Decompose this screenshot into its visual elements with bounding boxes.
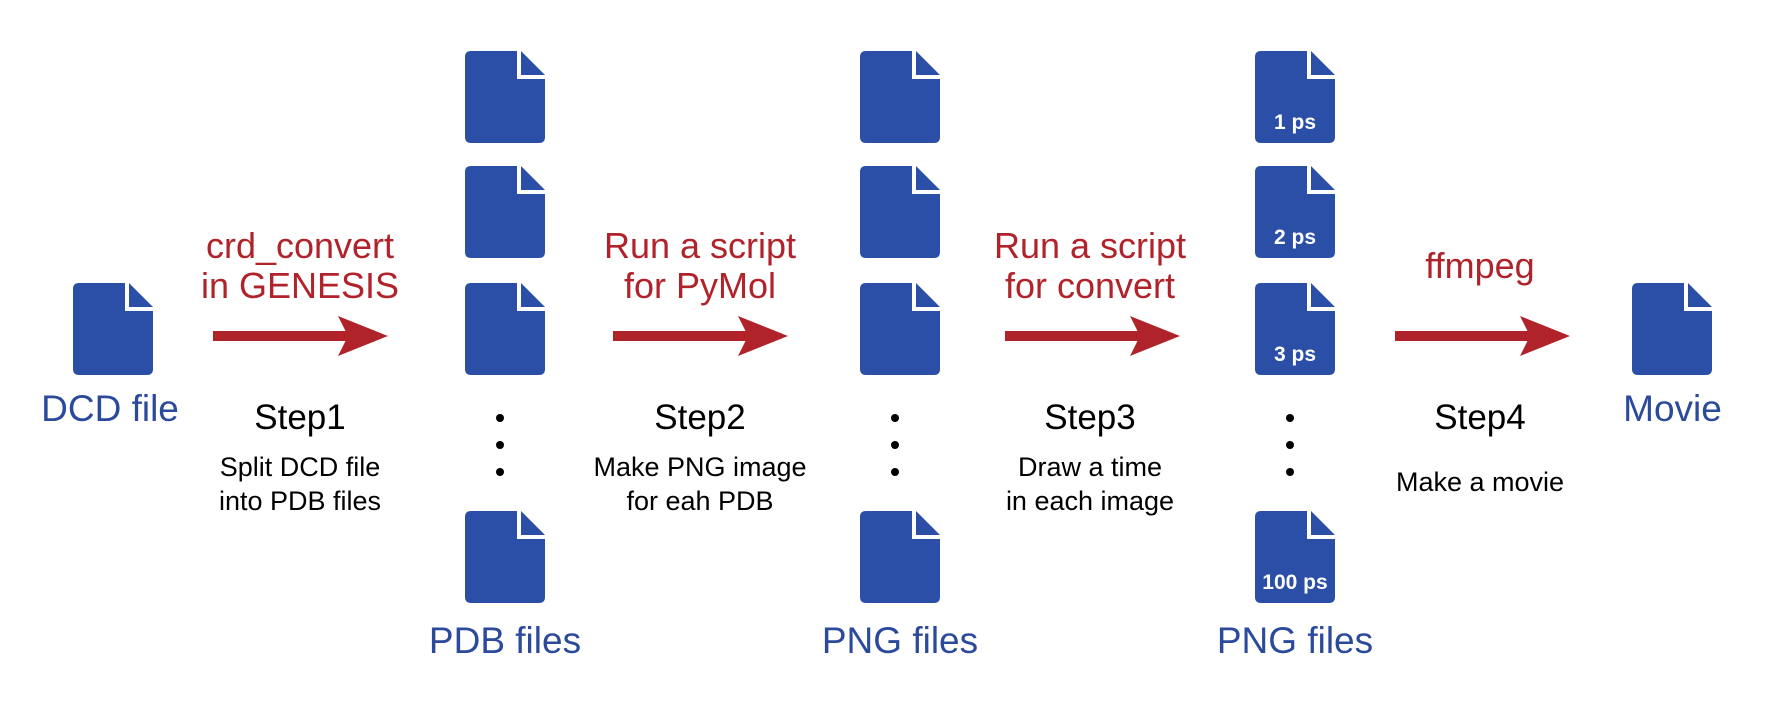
document-shape — [465, 283, 545, 375]
pdb-file-icon-1 — [465, 51, 545, 143]
arrow-shape — [1005, 316, 1180, 356]
document-shape — [860, 51, 940, 143]
movie-file-icon — [1632, 283, 1712, 375]
document-shape — [465, 51, 545, 143]
step2-tool-line1: Run a script — [603, 225, 797, 266]
dcd-file-label: DCD file — [41, 388, 179, 429]
pdb-files-label: PDB files — [428, 620, 582, 661]
timed-png-ellipsis-icon — [1284, 414, 1296, 484]
movie-label: Movie — [1623, 388, 1722, 429]
document-shape — [860, 511, 940, 603]
step4-tool-line1: ffmpeg — [1425, 245, 1535, 286]
timed-png-file-icon-3: 3 ps — [1255, 283, 1335, 375]
step4-title: Step4 — [1434, 398, 1526, 437]
time-label-2: 2 ps — [1273, 226, 1317, 249]
time-label-4: 100 ps — [1262, 571, 1328, 594]
step4-arrow-icon — [1395, 316, 1570, 356]
step3-tool-line1: Run a script — [993, 225, 1187, 266]
step3-desc: Draw a time in each image — [970, 450, 1210, 518]
step4-desc-line1: Make a movie — [1395, 467, 1565, 497]
step3-desc-line2: in each image — [1005, 486, 1175, 516]
step1-tool-line1: crd_convert — [205, 225, 395, 266]
step1-desc: Split DCD file into PDB files — [190, 450, 410, 518]
document-shape — [1632, 283, 1712, 375]
png-file-icon-1 — [860, 51, 940, 143]
png-file-icon-4 — [860, 511, 940, 603]
document-shape — [860, 166, 940, 258]
png-ellipsis-icon — [889, 414, 901, 484]
step1-desc-line1: Split DCD file — [219, 452, 381, 482]
time-label-1: 1 ps — [1273, 111, 1317, 134]
timed-png-file-icon-1: 1 ps — [1255, 51, 1335, 143]
document-shape — [1255, 51, 1335, 143]
step4-desc: Make a movie — [1370, 465, 1590, 499]
document-shape — [465, 166, 545, 258]
step1-arrow-icon — [213, 316, 388, 356]
png-files-label: PNG files — [821, 620, 979, 661]
step2-desc-line1: Make PNG image — [593, 452, 807, 482]
step2-arrow-icon — [613, 316, 788, 356]
step3-tool: Run a script for convert — [960, 226, 1220, 306]
time-label-3: 3 ps — [1273, 343, 1317, 366]
step2-tool: Run a script for PyMol — [570, 226, 830, 306]
step3-desc-line1: Draw a time — [1017, 452, 1163, 482]
arrow-shape — [213, 316, 388, 356]
dcd-file-icon — [73, 283, 153, 375]
timed-png-files-label: PNG files — [1216, 620, 1374, 661]
timed-png-file-icon-4: 100 ps — [1255, 511, 1335, 603]
step4-tool: ffmpeg — [1350, 246, 1610, 286]
pdb-file-icon-2 — [465, 166, 545, 258]
step1-tool-line2: in GENESIS — [200, 265, 400, 306]
step2-title: Step2 — [654, 398, 746, 437]
pdb-file-icon-4 — [465, 511, 545, 603]
document-shape — [860, 283, 940, 375]
pdb-ellipsis-icon — [494, 414, 506, 484]
timed-png-file-icon-2: 2 ps — [1255, 166, 1335, 258]
step1-tool: crd_convert in GENESIS — [170, 226, 430, 306]
step3-tool-line2: for convert — [1004, 265, 1176, 306]
png-file-icon-3 — [860, 283, 940, 375]
document-shape — [465, 511, 545, 603]
document-shape — [1255, 511, 1335, 603]
document-shape — [1255, 166, 1335, 258]
pdb-file-icon-3 — [465, 283, 545, 375]
step2-desc-line2: for eah PDB — [626, 486, 774, 516]
step3-arrow-icon — [1005, 316, 1180, 356]
document-shape — [1255, 283, 1335, 375]
step1-title: Step1 — [254, 398, 346, 437]
png-file-icon-2 — [860, 166, 940, 258]
step2-desc: Make PNG image for eah PDB — [575, 450, 825, 518]
arrow-shape — [613, 316, 788, 356]
step2-tool-line2: for PyMol — [623, 265, 777, 306]
arrow-shape — [1395, 316, 1570, 356]
step3-title: Step3 — [1044, 398, 1136, 437]
step1-desc-line2: into PDB files — [218, 486, 382, 516]
document-shape — [73, 283, 153, 375]
